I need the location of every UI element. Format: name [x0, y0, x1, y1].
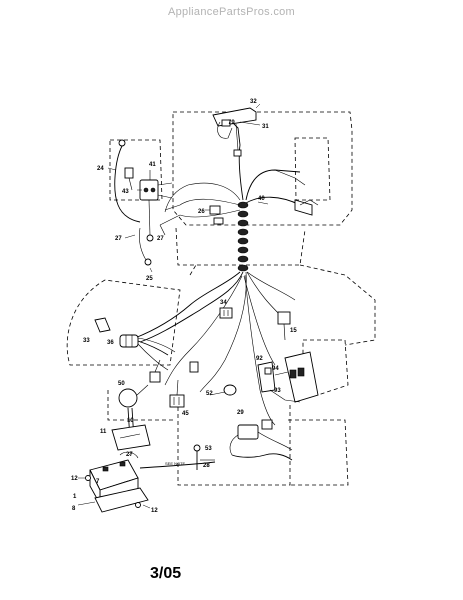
callout-7: 7 — [96, 479, 100, 485]
callout-1: 1 — [73, 494, 77, 500]
callout-50: 50 — [118, 381, 125, 387]
callout-41: 41 — [149, 162, 156, 168]
callout-11: 11 — [100, 429, 107, 435]
watermark: AppliancePartsPros.com — [167, 6, 296, 18]
callout-24: 24 — [97, 166, 104, 172]
callout-12b: 12 — [151, 508, 158, 514]
solenoid-assembly — [124, 167, 173, 242]
callout-26: 26 — [198, 209, 205, 215]
callout-labels: 32 79 31 24 41 43 26 40 27 27 25 34 15 3… — [71, 99, 297, 514]
connector-36 — [119, 334, 176, 371]
callout-52: 52 — [206, 391, 213, 397]
wire-24 — [107, 139, 141, 223]
callout-43: 43 — [122, 189, 129, 195]
tractor-outline — [66, 111, 376, 486]
module-40 — [257, 199, 319, 216]
callout-15: 15 — [290, 328, 297, 334]
callout-53: 53 — [205, 446, 212, 452]
callout-45: 45 — [182, 411, 189, 417]
callout-25: 25 — [146, 276, 153, 282]
callout-32: 32 — [250, 99, 257, 105]
callout-12a: 12 — [71, 476, 78, 482]
battery-assembly — [77, 451, 151, 513]
callout-31: 31 — [262, 124, 269, 130]
main-harness — [134, 121, 306, 426]
connector-26 — [205, 205, 224, 225]
callout-29: 29 — [237, 410, 244, 416]
switch-cluster-right — [257, 351, 319, 403]
callout-27b: 27 — [157, 236, 164, 242]
part-52 — [209, 384, 237, 396]
callout-34: 34 — [220, 300, 227, 306]
callout-8: 8 — [72, 506, 76, 512]
ignition-switch-assembly — [212, 103, 261, 157]
callout-10: 10 — [127, 418, 134, 424]
callout-27a: 27 — [115, 236, 122, 242]
part-50 — [118, 384, 149, 408]
callout-79: 79 — [228, 120, 235, 126]
callout-27c: 27 — [126, 452, 133, 458]
callout-93: 93 — [274, 388, 281, 394]
callout-40: 40 — [258, 196, 265, 202]
callout-92: 92 — [256, 356, 263, 362]
harness-loom — [237, 201, 249, 272]
harness-tag: SEE NOTE — [165, 461, 186, 466]
callout-28: 28 — [203, 463, 210, 469]
callout-36: 36 — [107, 340, 114, 346]
callout-33: 33 — [83, 338, 90, 344]
cable-28 — [139, 444, 216, 470]
clip-33 — [94, 317, 111, 333]
battery-holder-11 — [111, 424, 151, 451]
ground-wires — [124, 224, 166, 273]
harness-29 — [229, 419, 293, 461]
seat-switch-34 — [219, 307, 233, 319]
connector-45 — [149, 359, 199, 408]
switch-15 — [277, 311, 291, 341]
page-code: 3/05 — [150, 565, 182, 582]
callout-94: 94 — [272, 366, 279, 372]
